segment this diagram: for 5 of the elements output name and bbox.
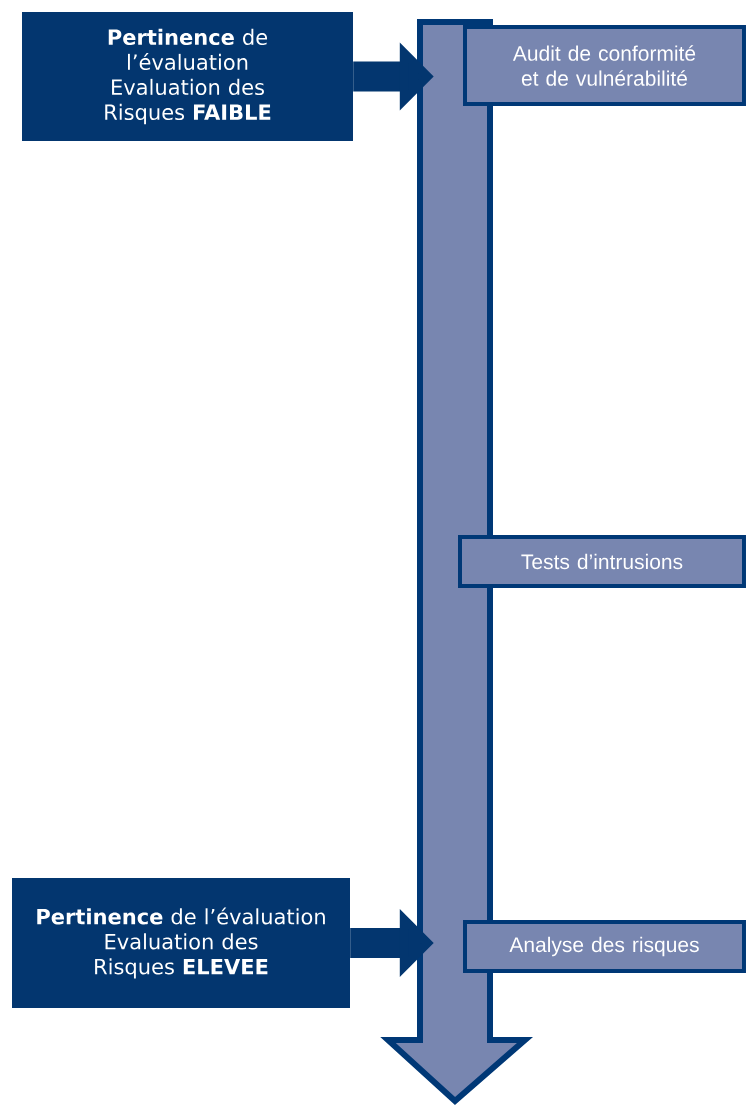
step-box: Audit de conformité et de vulnérabilité xyxy=(463,25,746,106)
step-box: Analyse des risques xyxy=(463,920,746,973)
step-box: Tests d’intrusions xyxy=(458,535,746,588)
rating-box: Pertinence de l’évaluation Evaluation des Risques ELEVEE xyxy=(12,878,350,1008)
rating-box: Pertinence de l’évaluation Evaluation des Risques FAIBLE xyxy=(22,12,353,141)
